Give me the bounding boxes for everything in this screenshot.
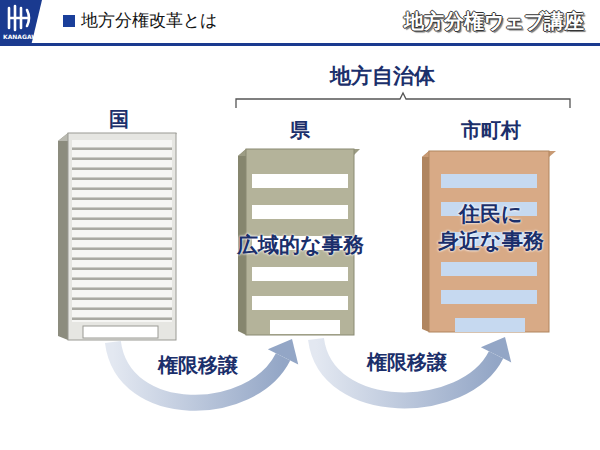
building-node: 市町村住民に 身近な事務 [418, 115, 563, 335]
building-node: 県広域的な事務 [220, 115, 380, 337]
node-body: 広域的な事務 [237, 232, 364, 259]
group-heading: 地方自治体 [330, 62, 435, 90]
node-heading: 市町村 [418, 117, 563, 144]
course-name: 地方分権ウェブ講座 [404, 8, 584, 35]
building-node: 国 [58, 104, 180, 340]
title-marker [63, 15, 75, 27]
group-bracket [236, 93, 570, 108]
node-heading: 県 [220, 117, 380, 144]
node-heading: 国 [58, 106, 180, 133]
edge-label: 権限移譲 [365, 349, 449, 376]
arrow-band [316, 339, 496, 400]
municipal-building [422, 151, 556, 332]
node-body: 住民に 身近な事務 [428, 201, 553, 256]
arrow-band [113, 342, 283, 403]
edge-label: 権限移譲 [156, 352, 240, 379]
arrow-head [268, 339, 298, 364]
logo-plate [0, 0, 42, 46]
arrow-head [481, 337, 511, 362]
transfer-arrow [113, 339, 298, 403]
transfer-arrow [316, 337, 511, 400]
national-building [58, 133, 177, 340]
header-rule [30, 43, 600, 46]
page-title: 地方分権改革とは [81, 9, 217, 32]
logo-emblem [9, 6, 29, 30]
logo-text: KANAGAWA [3, 34, 42, 40]
